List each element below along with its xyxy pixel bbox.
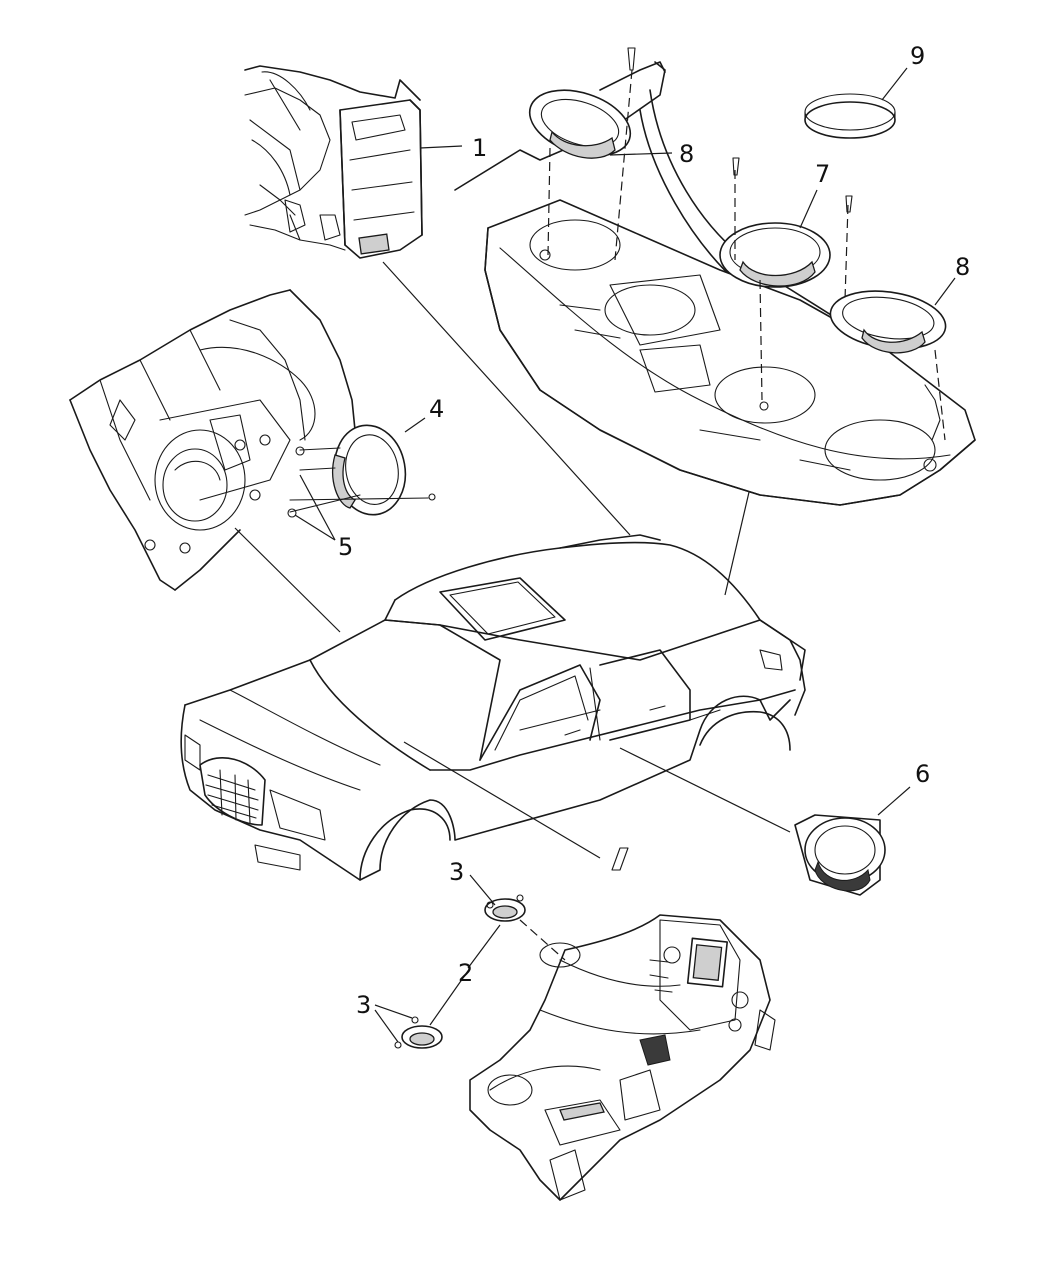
instrument-panel-illustration — [469, 914, 776, 1201]
speaker-trim-ring — [804, 93, 896, 139]
callout-2: 2 — [458, 959, 473, 987]
front-door-inner-panel-illustration — [69, 289, 356, 591]
callout-leaders — [294, 67, 956, 1043]
callout-8-right: 8 — [955, 253, 970, 281]
callout-4: 4 — [429, 395, 444, 423]
dash-tweeter-upper — [484, 894, 566, 961]
rear-oval-speaker-right — [829, 290, 947, 441]
callout-8-left: 8 — [679, 140, 694, 168]
callout-1: 1 — [472, 134, 487, 162]
callout-labels: 1 2 3 3 4 5 6 7 8 8 9 — [338, 42, 970, 1019]
rear-package-shelf-illustration — [454, 61, 976, 506]
vehicle-body-illustration — [180, 534, 806, 881]
rear-oval-speaker-left — [528, 47, 636, 261]
callout-5: 5 — [338, 533, 353, 561]
callout-6: 6 — [915, 760, 930, 788]
rear-round-speaker — [719, 157, 853, 401]
callout-7: 7 — [815, 160, 830, 188]
dash-tweeter-lower — [394, 1016, 443, 1049]
callout-3-lower: 3 — [356, 991, 371, 1019]
front-door-speaker — [287, 424, 436, 518]
callout-9: 9 — [910, 42, 925, 70]
amplifier-module-illustration — [244, 65, 423, 259]
pillar-line — [611, 847, 629, 871]
callout-3-upper: 3 — [449, 858, 464, 886]
side-speaker — [794, 814, 886, 896]
